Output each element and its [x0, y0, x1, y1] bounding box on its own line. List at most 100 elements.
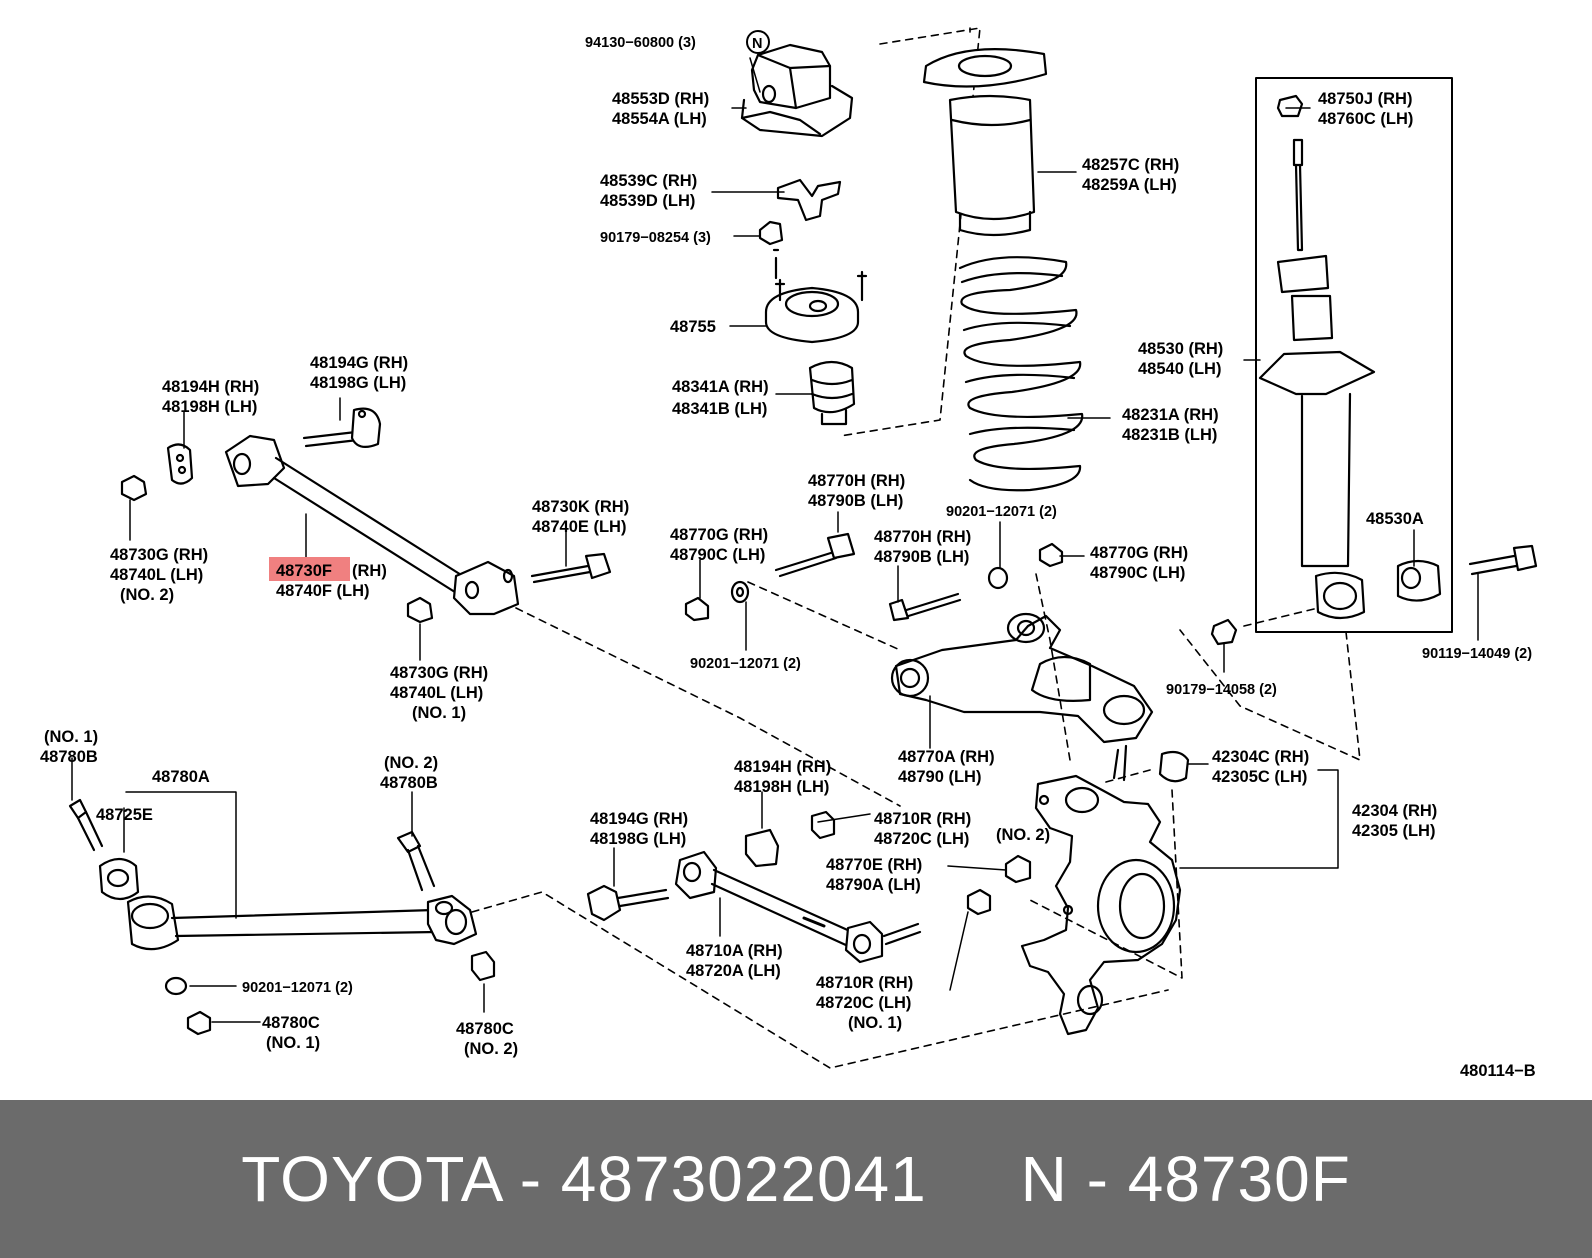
label-48539d: 48539D (LH) — [600, 192, 695, 210]
label-48194g-b: 48194G (RH) — [590, 810, 688, 828]
label-48790c-m: 48790C (LH) — [670, 546, 765, 564]
label-48720c-a: 48720C (LH) — [874, 830, 969, 848]
cam-bolt-part-2 — [586, 884, 670, 922]
label-48770e: 48770E (RH) — [826, 856, 922, 874]
nut-part — [758, 220, 784, 246]
label-48790b-a: 48790B (LH) — [808, 492, 903, 510]
cam-plate-part — [166, 443, 194, 485]
label-48198h-b: 48198H (LH) — [734, 778, 829, 796]
lateral-link-part — [224, 434, 520, 616]
cam-plate-part-2 — [744, 828, 780, 868]
bolt-part-2 — [530, 552, 612, 584]
lower-control-arm-part — [126, 894, 478, 951]
label-48780c-1: 48780C — [262, 1014, 320, 1032]
label-48194h-b: 48194H (RH) — [734, 758, 831, 776]
label-48341a: 48341A (RH) — [672, 378, 769, 396]
label-no1-e: (NO. 1) — [848, 1014, 902, 1032]
label-48553d: 48553D (RH) — [612, 90, 709, 108]
label-48780b-2: 48780B — [380, 774, 438, 792]
label-48730g-a: 48730G (RH) — [110, 546, 208, 564]
label-48710r-b: 48710R (RH) — [816, 974, 913, 992]
label-48730g-b: 48730G (RH) — [390, 664, 488, 682]
nut-part-3 — [120, 474, 148, 502]
label-48341b: 48341B (LH) — [672, 400, 767, 418]
bump-stopper-part — [808, 360, 856, 426]
label-48780b-1: 48780B — [40, 748, 98, 766]
bushing-part-3 — [98, 857, 140, 901]
label-48770h-a: 48770H (RH) — [808, 472, 905, 490]
toe-link-part — [674, 850, 922, 964]
label-48257c: 48257C (RH) — [1082, 156, 1179, 174]
label-48720c-b: 48720C (LH) — [816, 994, 911, 1012]
nut-part-6 — [1038, 542, 1064, 568]
nut-part-5 — [684, 596, 710, 622]
label-no1-c: (NO. 1) — [44, 728, 98, 746]
label-90201-12071-a: 90201−12071 (2) — [946, 504, 1057, 520]
knuckle-part — [1020, 774, 1182, 1036]
label-48760c: 48760C (LH) — [1318, 110, 1413, 128]
label-48198g-b: 48198G (LH) — [590, 830, 686, 848]
label-48730f-code: 48730F — [276, 562, 332, 580]
label-no2-d: (NO. 2) — [996, 826, 1050, 844]
label-48194g-a: 48194G (RH) — [310, 354, 408, 372]
label-42304: 42304 (RH) — [1352, 802, 1437, 820]
nut-part-7 — [810, 810, 836, 840]
bracket-part — [776, 178, 842, 222]
bushing-part — [1396, 559, 1442, 602]
label-48730k: 48730K (RH) — [532, 498, 629, 516]
label-no1-b: (NO. 1) — [412, 704, 466, 722]
label-48710a: 48710A (RH) — [686, 942, 783, 960]
bolt-part-4 — [888, 592, 962, 622]
label-48770g-right: 48770G (RH) — [1090, 544, 1188, 562]
bumper-part — [922, 48, 1048, 237]
label-42305c: 42305C (LH) — [1212, 768, 1307, 786]
label-no2-a: (NO. 2) — [120, 586, 174, 604]
label-48231b: 48231B (LH) — [1122, 426, 1217, 444]
label-90119-14049: 90119−14049 (2) — [1422, 646, 1532, 662]
bolt-part-6 — [396, 830, 436, 892]
label-diagram-ref: 480114−B — [1460, 1062, 1536, 1080]
label-48740f: 48740F (LH) — [276, 582, 370, 600]
label-no2-f: (NO. 2) — [464, 1040, 518, 1058]
label-42305: 42305 (LH) — [1352, 822, 1435, 840]
label-48740e: 48740E (LH) — [532, 518, 626, 536]
label-n-marker: N — [752, 36, 762, 52]
nut-part-8 — [1004, 854, 1032, 884]
label-48790: 48790 (LH) — [898, 768, 981, 786]
parts-diagram: 94130−60800 (3) N 48553D (RH) 48554A (LH… — [40, 27, 1538, 1080]
n-circle-marker — [746, 30, 770, 54]
washer-part-2 — [987, 566, 1009, 590]
label-42304c: 42304C (RH) — [1212, 748, 1309, 766]
label-48539c: 48539C (RH) — [600, 172, 697, 190]
label-48780c-2: 48780C — [456, 1020, 514, 1038]
bolt-part-3 — [774, 532, 856, 578]
label-48740l-a: 48740L (LH) — [110, 566, 203, 584]
label-48198h-a: 48198H (LH) — [162, 398, 257, 416]
bolt-part-5 — [68, 798, 104, 852]
label-48231a: 48231A (RH) — [1122, 406, 1219, 424]
cam-bolt-part — [302, 407, 382, 449]
label-94130-60800: 94130−60800 (3) — [585, 35, 696, 51]
label-90201-12071-b: 90201−12071 (2) — [690, 656, 801, 672]
footer-text: TOYOTA - 4873022041 N - 48730F — [241, 1143, 1351, 1215]
label-48770a: 48770A (RH) — [898, 748, 995, 766]
upper-mount-part — [764, 248, 868, 344]
label-90179-14058: 90179−14058 (2) — [1166, 682, 1277, 698]
label-no1-f: (NO. 1) — [266, 1034, 320, 1052]
label-48198g-a: 48198G (LH) — [310, 374, 406, 392]
nut-part-4 — [406, 596, 434, 624]
footer-caption: TOYOTA - 4873022041 N - 48730F — [0, 1100, 1592, 1258]
shock-absorber-part — [1258, 94, 1376, 620]
nut-part-9 — [966, 888, 992, 916]
bushing-part-2 — [1158, 750, 1190, 783]
label-48194h-a: 48194H (RH) — [162, 378, 259, 396]
label-48540: 48540 (LH) — [1138, 360, 1221, 378]
label-48790a: 48790A (LH) — [826, 876, 921, 894]
label-90179-08254: 90179−08254 (3) — [600, 230, 711, 246]
label-48530a: 48530A — [1366, 510, 1424, 528]
nut-part-10 — [186, 1010, 212, 1036]
label-48720a: 48720A (LH) — [686, 962, 781, 980]
nut-part-11 — [470, 950, 496, 982]
label-48755: 48755 — [670, 318, 716, 336]
label-90201-12071-c: 90201−12071 (2) — [242, 980, 353, 996]
